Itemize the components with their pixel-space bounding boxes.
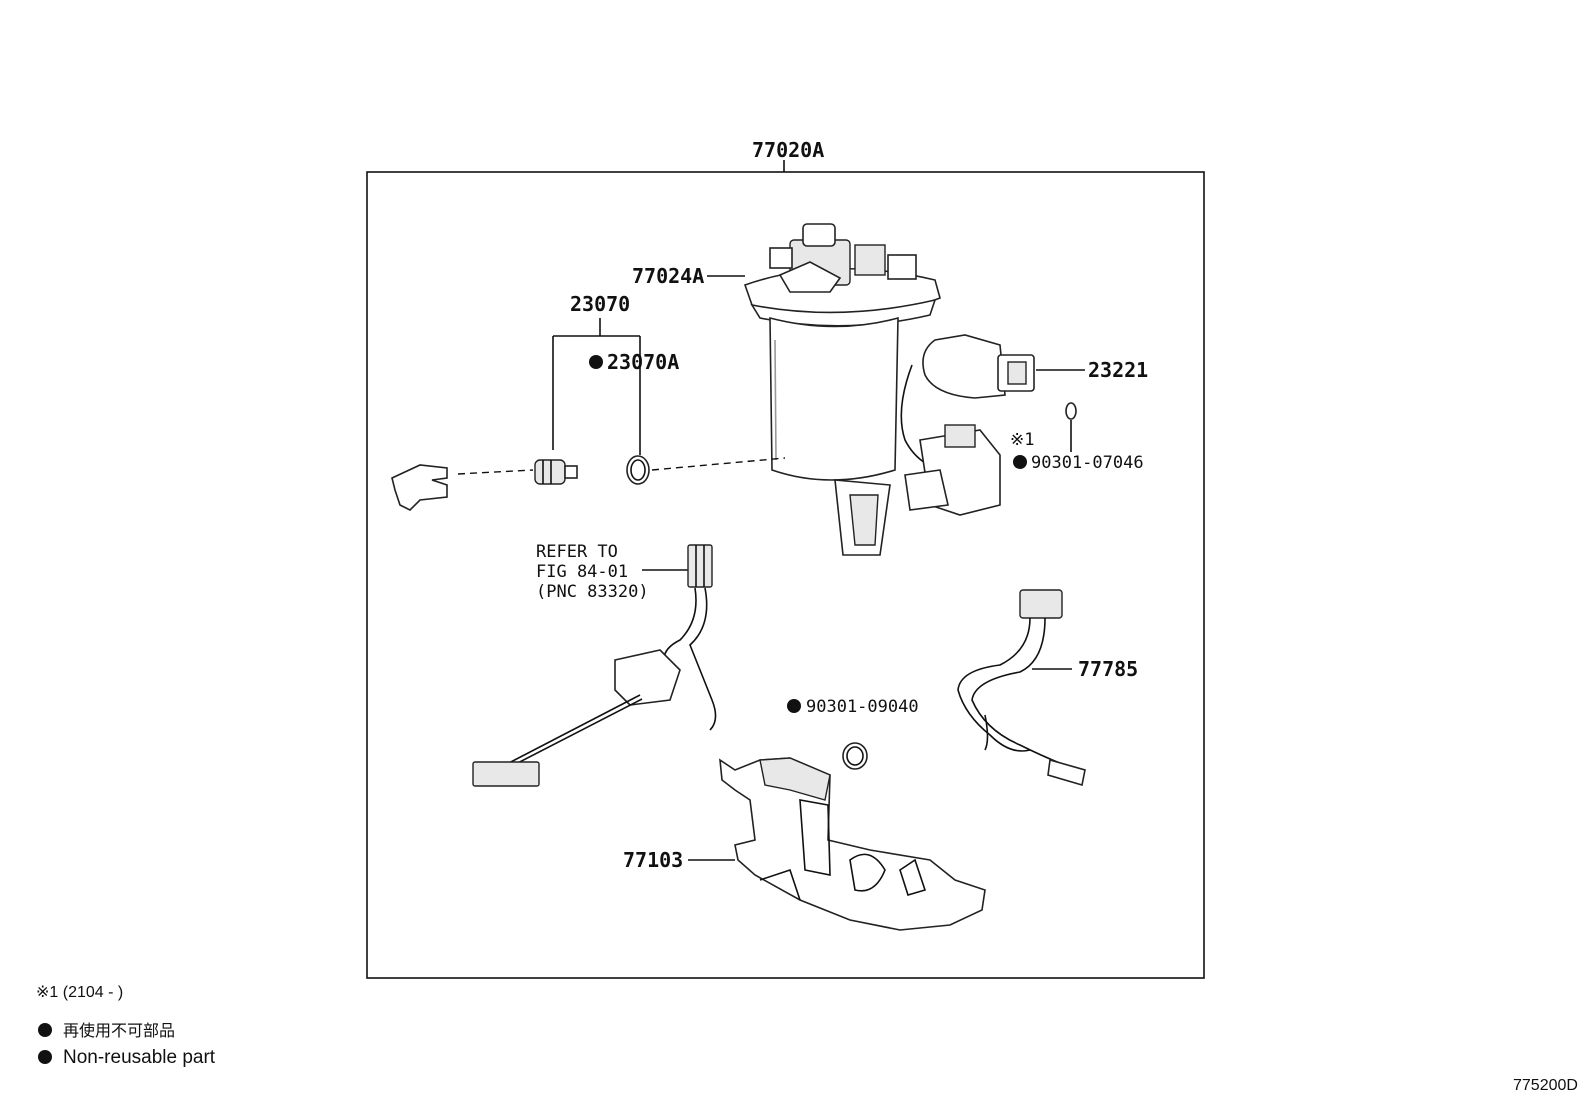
non-reusable-dot-07046 — [1013, 455, 1027, 469]
non-reusable-dot-09040 — [787, 699, 801, 713]
label-90301-09040[interactable]: 90301-09040 — [806, 697, 919, 717]
label-23070[interactable]: 23070 — [570, 292, 630, 316]
legend-non-reusable-en: Non-reusable part — [63, 1047, 216, 1068]
fuel-pump-drawing[interactable] — [922, 334, 1035, 399]
refer-line-3: (PNC 83320) — [536, 582, 649, 602]
gauge-connector-drawing[interactable] — [534, 459, 578, 485]
figure-code: 775200D — [1513, 1077, 1578, 1094]
label-23070A[interactable]: 23070A — [607, 350, 679, 374]
refer-line-1: REFER TO — [536, 542, 618, 562]
refer-line-2: FIG 84-01 — [536, 562, 628, 582]
legend-note-1: ※1 (2104 - ) — [36, 984, 123, 1001]
label-77020A[interactable]: 77020A — [752, 138, 824, 162]
label-77024A[interactable]: 77024A — [632, 264, 704, 288]
reservoir-drawing[interactable] — [719, 757, 986, 931]
pump-oring-drawing[interactable] — [1065, 402, 1077, 420]
sender-gauge-drawing[interactable] — [472, 544, 717, 787]
note-mark-1: ※1 — [1010, 430, 1034, 450]
label-77785[interactable]: 77785 — [1078, 657, 1138, 681]
label-90301-07046[interactable]: 90301-07046 — [1031, 453, 1144, 473]
legend-non-reusable-jp: 再使用不可部品 — [63, 1022, 175, 1040]
legend-dot-en — [38, 1050, 52, 1064]
legend-dot-jp — [38, 1023, 52, 1037]
non-reusable-dot-23070A — [589, 355, 603, 369]
label-77103[interactable]: 77103 — [623, 848, 683, 872]
clip-drawing[interactable] — [391, 464, 448, 511]
label-23221[interactable]: 23221 — [1088, 358, 1148, 382]
assembly-frame — [366, 171, 1205, 979]
wire-harness-drawing[interactable] — [957, 589, 1086, 787]
pump-module-drawing[interactable] — [743, 223, 1001, 556]
